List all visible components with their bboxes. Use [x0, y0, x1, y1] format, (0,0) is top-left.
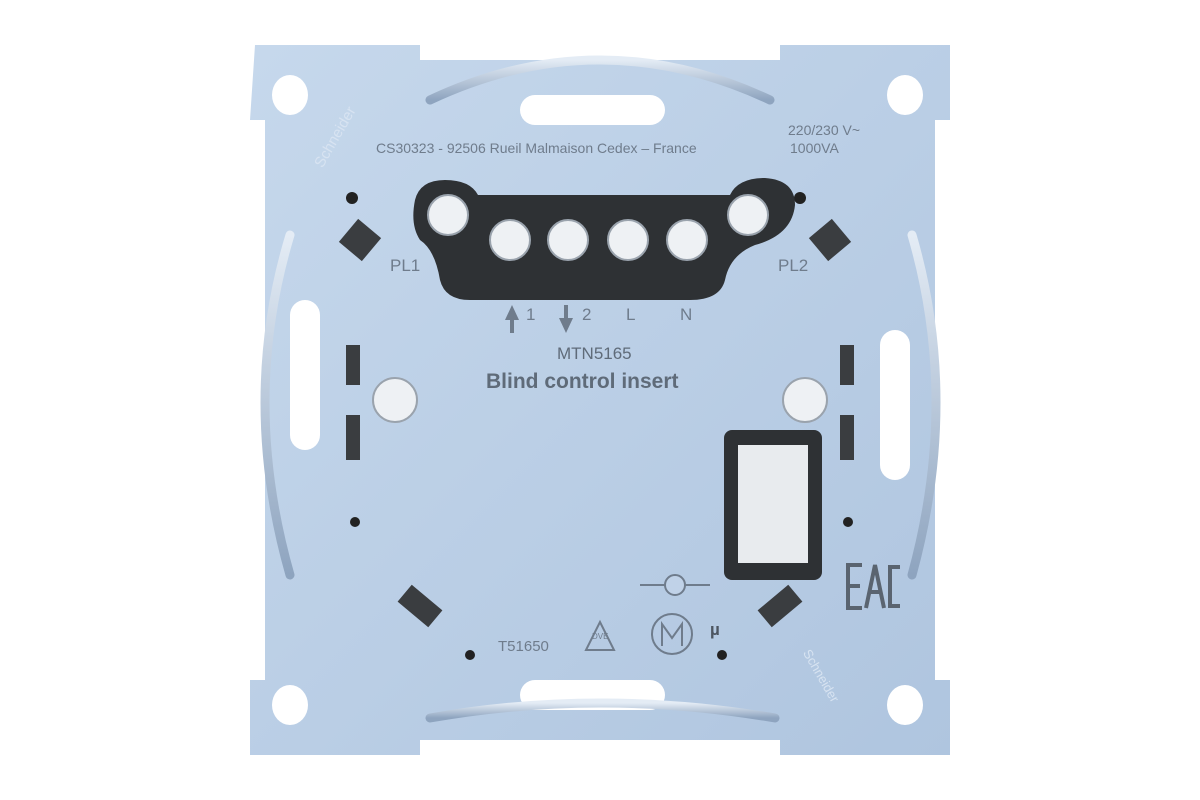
terminal-label-1: 1	[526, 305, 536, 324]
micro-symbol: µ	[710, 620, 720, 639]
product-name: Blind control insert	[486, 370, 679, 393]
power-rating: 1000VA	[790, 140, 839, 156]
direction-arrows-icon	[505, 305, 573, 333]
terminal-label-l: L	[626, 305, 636, 324]
clamp-tabs	[338, 218, 854, 628]
model-number: MTN5165	[557, 344, 632, 363]
terminal-label-pl2: PL2	[778, 256, 809, 275]
address-line: CS30323 - 92506 Rueil Malmaison Cedex – …	[376, 140, 697, 156]
eac-logo	[846, 563, 900, 610]
spring-rails	[260, 55, 941, 723]
part-number: T51650	[498, 638, 549, 655]
vde-logo: DVE	[592, 632, 609, 641]
voltage-rating: 220/230 V~	[788, 122, 861, 138]
terminal-screws	[372, 194, 828, 423]
terminal-block	[413, 178, 795, 300]
terminal-label-n: N	[680, 305, 693, 324]
terminal-label-2: 2	[582, 305, 592, 324]
motor-symbol-icon	[584, 574, 710, 655]
terminal-label-pl1: PL1	[390, 256, 421, 275]
